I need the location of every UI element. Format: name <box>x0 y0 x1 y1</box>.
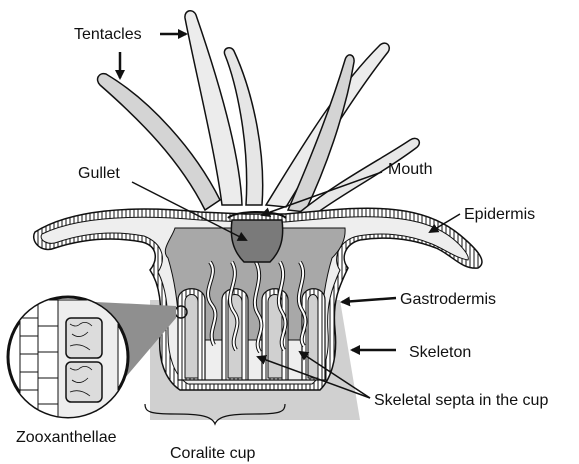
gullet <box>231 220 282 262</box>
label-mouth: Mouth <box>388 161 432 178</box>
label-tentacles: Tentacles <box>74 26 142 43</box>
label-skeleton: Skeleton <box>409 344 471 361</box>
label-epidermis: Epidermis <box>464 206 535 223</box>
arrow-gastrodermis <box>342 298 396 302</box>
label-gastrodermis: Gastrodermis <box>400 291 496 308</box>
label-skeletal-septa: Skeletal septa in the cup <box>374 392 548 409</box>
label-gullet: Gullet <box>78 165 120 182</box>
tentacles <box>98 11 420 218</box>
zooxanthellae-inset <box>8 297 128 420</box>
label-coralite-cup: Coralite cup <box>170 445 255 462</box>
label-zooxanthellae: Zooxanthellae <box>16 429 117 446</box>
